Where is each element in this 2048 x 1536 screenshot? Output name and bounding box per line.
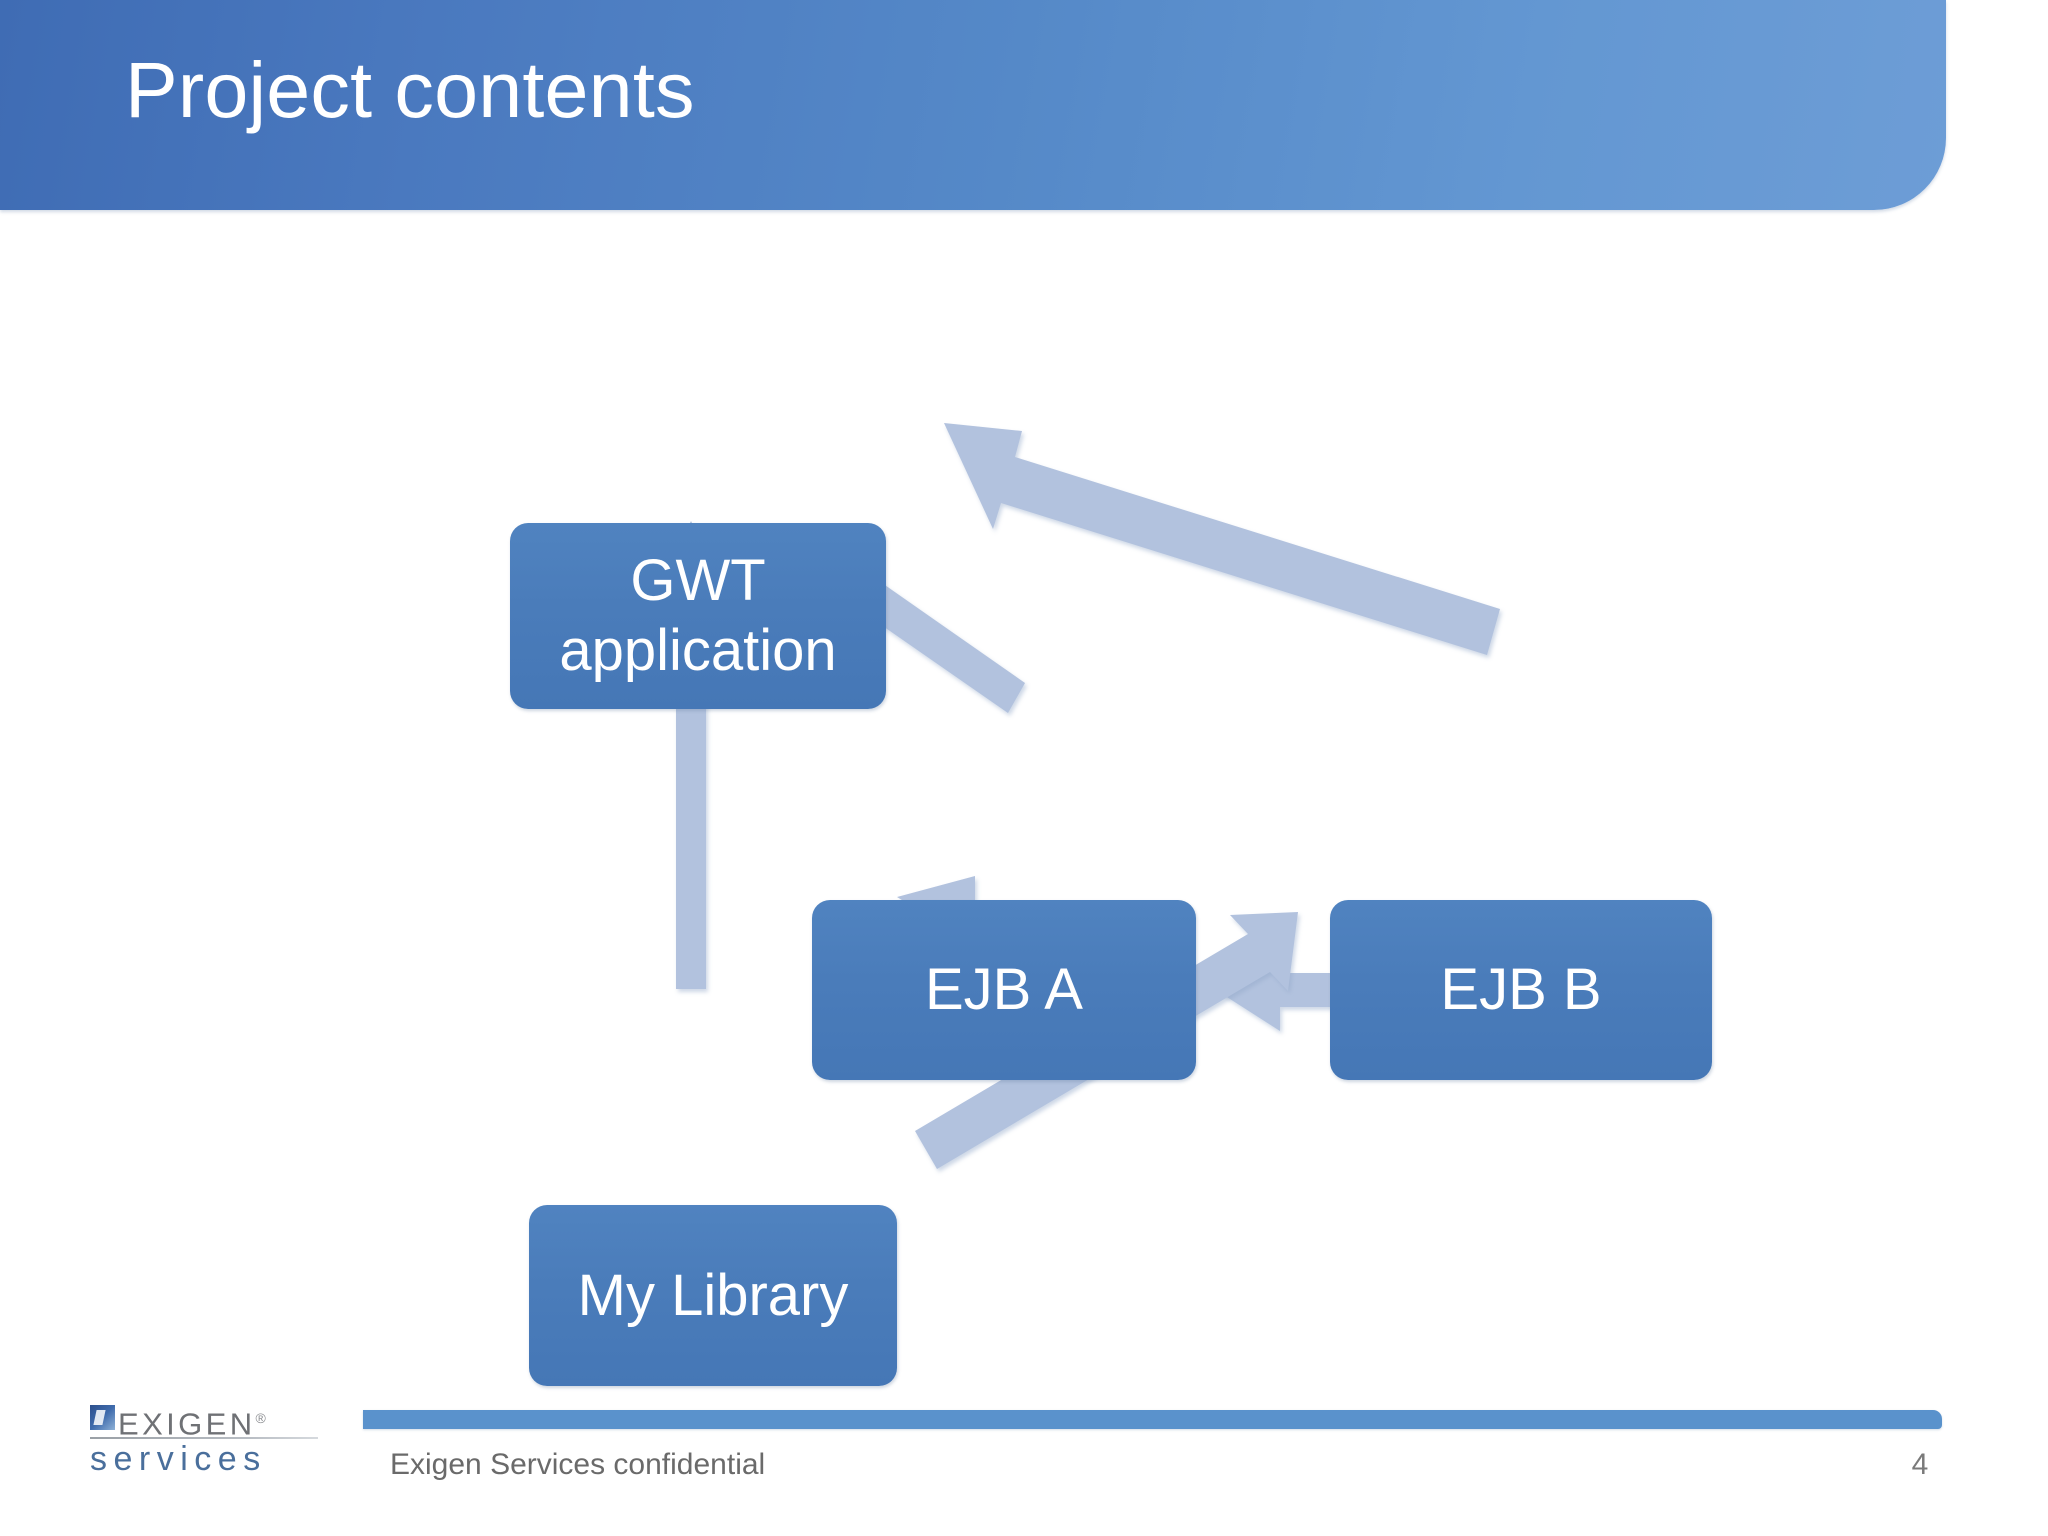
slide-footer: EXIGEN® services Exigen Services confide… bbox=[0, 1386, 2048, 1536]
node-my-library[interactable]: My Library bbox=[529, 1205, 897, 1386]
node-my-library-label: My Library bbox=[577, 1262, 849, 1328]
node-ejb-b[interactable]: EJB B bbox=[1330, 900, 1712, 1080]
slide-header-banner: Project contents bbox=[0, 0, 1946, 210]
diagram-arrows-layer bbox=[663, 423, 1500, 1169]
footer-accent-bar bbox=[363, 1410, 1942, 1429]
node-ejb-b-label: EJB B bbox=[1440, 957, 1602, 1022]
exigen-services-logo: EXIGEN® services bbox=[90, 1399, 318, 1478]
registered-trademark-icon: ® bbox=[255, 1410, 266, 1426]
confidentiality-note: Exigen Services confidential bbox=[390, 1448, 766, 1481]
exigen-logo-subword: services bbox=[90, 1440, 267, 1478]
arrow-ejbb-to-gwt bbox=[944, 423, 1500, 655]
node-ejb-a[interactable]: EJB A bbox=[812, 900, 1196, 1080]
node-gwt-application-label: GWT application bbox=[559, 548, 837, 683]
node-gwt-application[interactable]: GWT application bbox=[510, 523, 886, 709]
exigen-logo-word-text: EXIGEN bbox=[118, 1406, 256, 1442]
exigen-logo-mark-icon bbox=[90, 1405, 115, 1430]
component-dependency-diagram: GWT application EJB A EJB B My Library bbox=[0, 210, 2048, 1390]
page-title: Project contents bbox=[125, 45, 695, 134]
arrow-ejbb-to-ejba bbox=[1216, 949, 1338, 1031]
node-ejb-a-label: EJB A bbox=[925, 957, 1083, 1022]
page-number: 4 bbox=[1911, 1448, 1929, 1481]
exigen-logo-wordmark: EXIGEN® bbox=[118, 1401, 266, 1441]
logo-divider bbox=[90, 1437, 318, 1439]
